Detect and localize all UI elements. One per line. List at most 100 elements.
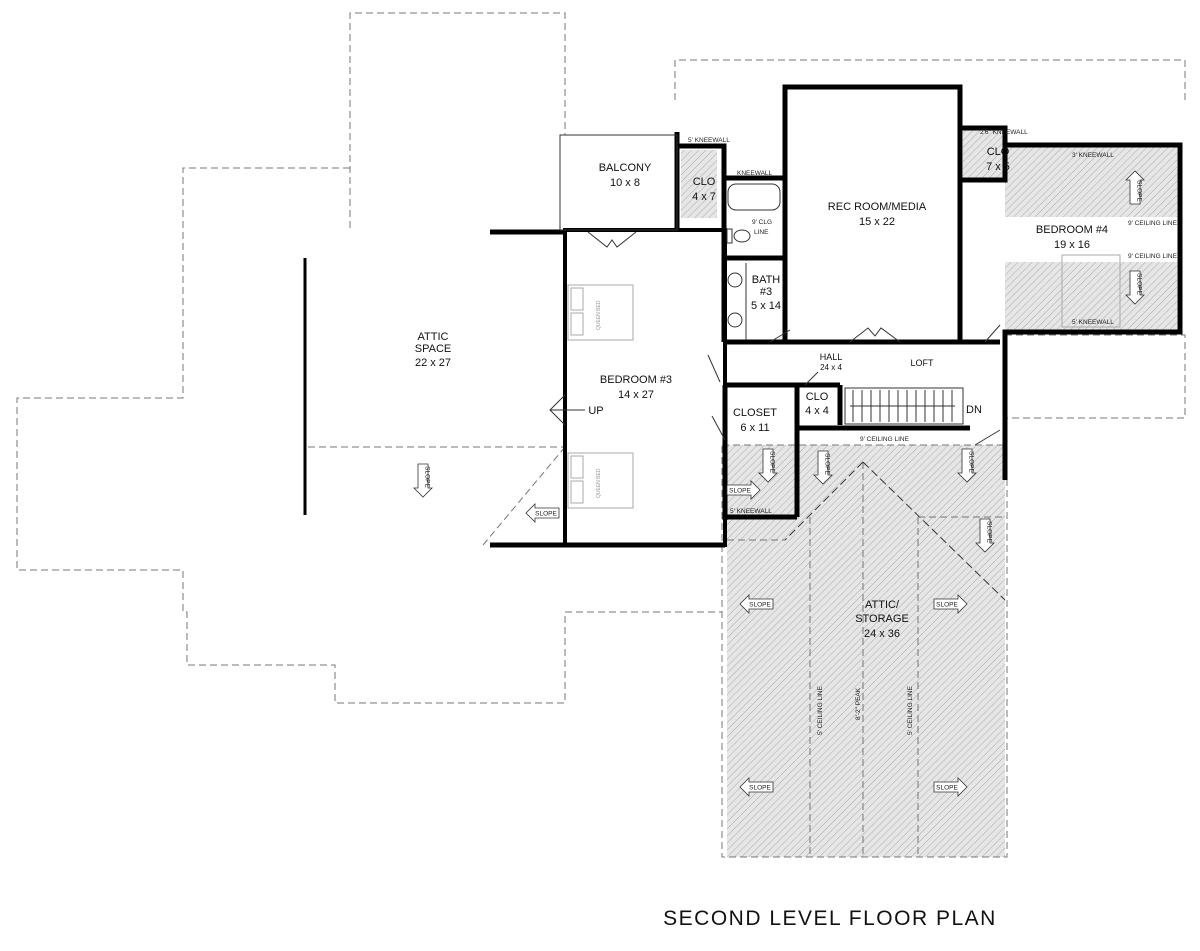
- room-name-2: SPACE: [415, 343, 451, 355]
- slope-arrow-left: SLOPE: [739, 777, 774, 797]
- annotations: 5' KNEEWALL KNEEWALL 9' CLG LINE 2'6" KN…: [596, 129, 1178, 735]
- slope-arrow-down: SLOPE: [1125, 270, 1145, 305]
- note: 5' CEILING LINE: [817, 685, 824, 735]
- slope-label: SLOPE: [749, 602, 771, 609]
- slope-arrow-up: SLOPE: [1125, 170, 1145, 205]
- room-name: CLO: [693, 176, 716, 188]
- note: 9' CEILING LINE: [1128, 253, 1178, 260]
- room-rec-room: REC ROOM/MEDIA 15 x 22: [828, 201, 927, 228]
- room-hall: HALL 24 x 4: [820, 352, 843, 372]
- room-bedroom-3: BEDROOM #3 14 x 27: [600, 374, 672, 401]
- room-number: #3: [760, 286, 772, 298]
- slope-label: SLOPE: [936, 602, 958, 609]
- slope-arrow-down: SLOPE: [413, 463, 433, 498]
- doors[interactable]: [587, 231, 1001, 446]
- bed-icon: [567, 284, 634, 341]
- room-dims: 10 x 8: [610, 177, 640, 189]
- room-name: CLO: [806, 391, 829, 403]
- note: 9' CEILING LINE: [860, 436, 910, 443]
- room-name: ATTIC/: [865, 599, 900, 611]
- note: 9' CLG: [752, 219, 772, 226]
- note: QUEEN BED: [596, 468, 602, 498]
- attic-space-outline: [16, 12, 722, 704]
- hatched-areas: [565, 128, 1177, 857]
- slope-arrow-down: SLOPE: [758, 448, 778, 483]
- room-name: HALL: [820, 352, 843, 362]
- note: 5' KNEEWALL: [688, 137, 730, 144]
- note: LINE: [754, 229, 769, 236]
- slope-label: SLOPE: [936, 785, 958, 792]
- slope-label: SLOPE: [769, 451, 776, 473]
- stair-up-label: UP: [588, 405, 603, 417]
- room-dims: 6 x 11: [740, 422, 769, 434]
- room-dims: 19 x 16: [1054, 239, 1090, 251]
- slope-arrow-down: SLOPE: [813, 450, 833, 485]
- room-dims: 24 x 36: [864, 628, 900, 640]
- toilet: [726, 228, 751, 244]
- slope-label: SLOPE: [1136, 273, 1143, 295]
- room-name-2: STORAGE: [855, 613, 909, 625]
- walls: [490, 84, 1183, 548]
- note: 5' KNEEWALL: [730, 508, 772, 515]
- staircase[interactable]: [844, 387, 964, 425]
- room-name: CLOSET: [733, 407, 777, 419]
- slope-arrow-left: SLOPE: [739, 594, 774, 614]
- bed-icon: [567, 452, 634, 509]
- slope-arrow-right: SLOPE: [933, 594, 968, 614]
- room-name: CLO: [987, 146, 1010, 158]
- slope-label: SLOPE: [729, 488, 751, 495]
- bathtub: [727, 183, 781, 211]
- room-attic-space: ATTIC SPACE 22 x 27: [415, 331, 451, 369]
- plan-title: SECOND LEVEL FLOOR PLAN: [663, 907, 997, 930]
- room-attic-storage: ATTIC/ STORAGE 24 x 36: [855, 599, 909, 640]
- slope-label: SLOPE: [986, 521, 993, 543]
- room-dims: 14 x 27: [618, 389, 654, 401]
- slope-label: SLOPE: [424, 466, 431, 488]
- room-name: BEDROOM #4: [1036, 224, 1108, 236]
- slope-arrows: SLOPE SLOPE SLOPE SLOPE SLOPE SLOPE SLOPE SLOPE…: [413, 170, 1145, 797]
- note: 9' CEILING LINE: [1128, 220, 1178, 227]
- room-closet: CLOSET 6 x 11: [733, 407, 777, 434]
- slope-arrow-left: SLOPE: [525, 503, 560, 523]
- slope-label: SLOPE: [535, 511, 557, 518]
- sink: [727, 263, 747, 340]
- slope-label: SLOPE: [824, 453, 831, 475]
- room-loft: LOFT: [910, 358, 934, 368]
- room-dims: 5 x 14: [751, 300, 781, 312]
- room-name: BATH: [752, 274, 781, 286]
- note: 5' KNEEWALL: [1072, 319, 1114, 326]
- room-name: BALCONY: [599, 162, 652, 174]
- room-name: ATTIC: [418, 331, 449, 343]
- note: KNEEWALL: [737, 170, 773, 177]
- note: 5' CEILING LINE: [907, 685, 914, 735]
- note: 2'6" KNEEWALL: [980, 129, 1028, 136]
- room-balcony: BALCONY 10 x 8: [599, 162, 652, 189]
- note: 8'-2" PEAK: [855, 687, 862, 720]
- slope-arrow-right: SLOPE: [726, 480, 761, 500]
- attic-storage-lines: [721, 444, 1008, 858]
- slope-arrow-right: SLOPE: [933, 777, 968, 797]
- room-clo-7x5: CLO 7 x 5: [986, 146, 1010, 173]
- bed-icon: [1061, 254, 1121, 328]
- slope-label: SLOPE: [1136, 180, 1143, 202]
- room-clo-4x7: CLO 4 x 7: [692, 176, 716, 203]
- room-dims: 4 x 7: [692, 191, 716, 203]
- room-dims: 4 x 4: [805, 405, 829, 417]
- stair-up[interactable]: UP: [549, 394, 604, 426]
- note: QUEEN BED: [596, 300, 602, 330]
- balcony-rail: [559, 134, 678, 231]
- room-dims: 15 x 22: [859, 216, 895, 228]
- room-dims: 7 x 5: [986, 161, 1010, 173]
- roof-outline-right: [674, 59, 1186, 419]
- room-name: BEDROOM #3: [600, 374, 672, 386]
- slope-label: SLOPE: [749, 785, 771, 792]
- stair-down-label[interactable]: DN: [966, 404, 982, 416]
- room-bath-3: BATH #3 5 x 14: [751, 274, 781, 312]
- room-clo-4x4: CLO 4 x 4: [805, 391, 829, 417]
- slope-label: SLOPE: [968, 451, 975, 473]
- room-dims: 24 x 4: [820, 363, 842, 372]
- room-dims: 22 x 27: [415, 357, 451, 369]
- room-name: REC ROOM/MEDIA: [828, 201, 927, 213]
- slope-arrow-down: SLOPE: [975, 518, 995, 553]
